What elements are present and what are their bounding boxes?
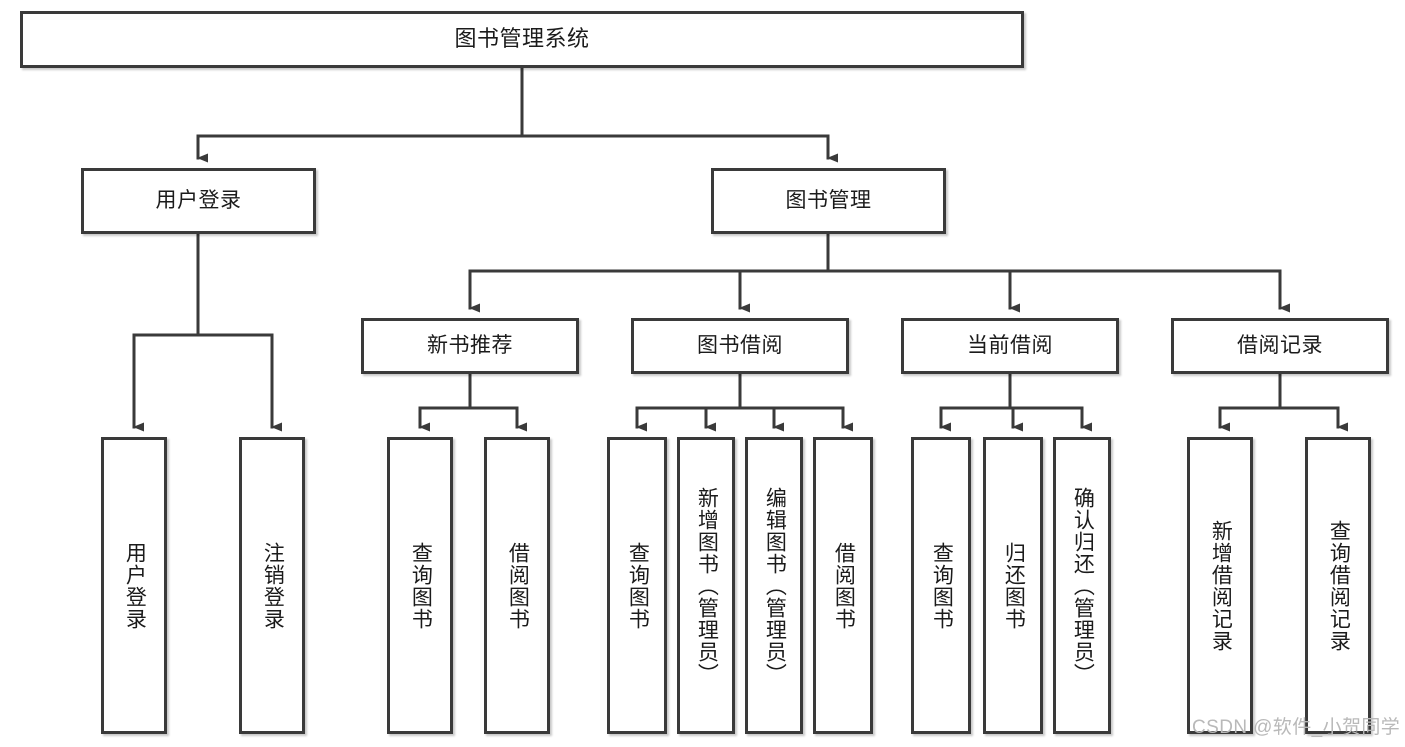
leaf-edit-book-admin[interactable]: 编辑图书（管理员） xyxy=(745,437,803,734)
node-label: 用户登录 xyxy=(123,541,147,630)
node-label: 查询图书 xyxy=(626,541,650,630)
leaf-query-borrow-record[interactable]: 查询借阅记录 xyxy=(1305,437,1371,734)
node-label: 归还图书 xyxy=(1002,541,1026,630)
node-label: 新增借阅记录 xyxy=(1209,519,1233,652)
node-book-management[interactable]: 图书管理 xyxy=(711,168,946,234)
node-label: 图书借阅 xyxy=(697,334,783,358)
leaf-logout[interactable]: 注销登录 xyxy=(239,437,305,734)
leaf-query-books-current[interactable]: 查询图书 xyxy=(911,437,971,734)
node-label: 查询借阅记录 xyxy=(1327,519,1351,652)
node-label: 用户登录 xyxy=(155,189,242,213)
leaf-add-book-admin[interactable]: 新增图书（管理员） xyxy=(677,437,735,734)
leaf-add-borrow-record[interactable]: 新增借阅记录 xyxy=(1187,437,1253,734)
node-label: 借阅图书 xyxy=(506,541,530,630)
node-borrow-records[interactable]: 借阅记录 xyxy=(1171,318,1389,374)
leaf-confirm-return-admin[interactable]: 确认归还（管理员） xyxy=(1053,437,1111,734)
node-root-system[interactable]: 图书管理系统 xyxy=(20,11,1024,68)
leaf-lend-book[interactable]: 借阅图书 xyxy=(813,437,873,734)
node-label: 图书管理 xyxy=(785,189,872,213)
node-label: 新书推荐 xyxy=(427,334,513,358)
node-label: 编辑图书（管理员） xyxy=(763,486,787,685)
node-label: 新增图书（管理员） xyxy=(695,486,719,685)
watermark-credit: CSDN @软件_小贺同学 xyxy=(1192,717,1401,738)
node-label: 借阅图书 xyxy=(832,541,856,630)
node-label: 查询图书 xyxy=(930,541,954,630)
node-user-login[interactable]: 用户登录 xyxy=(81,168,316,234)
leaf-return-book[interactable]: 归还图书 xyxy=(983,437,1043,734)
node-label: 确认归还（管理员） xyxy=(1071,486,1095,685)
leaf-user-login[interactable]: 用户登录 xyxy=(101,437,167,734)
node-label: 查询图书 xyxy=(409,541,433,630)
node-label: 注销登录 xyxy=(261,541,285,630)
node-book-borrow[interactable]: 图书借阅 xyxy=(631,318,849,374)
node-current-borrow[interactable]: 当前借阅 xyxy=(901,318,1119,374)
node-new-book-recommend[interactable]: 新书推荐 xyxy=(361,318,579,374)
node-label: 借阅记录 xyxy=(1237,334,1323,358)
node-label: 当前借阅 xyxy=(967,334,1053,358)
node-label: 图书管理系统 xyxy=(454,26,590,52)
leaf-query-books-new[interactable]: 查询图书 xyxy=(387,437,453,734)
leaf-borrow-books-new[interactable]: 借阅图书 xyxy=(484,437,550,734)
leaf-query-books-borrow[interactable]: 查询图书 xyxy=(607,437,667,734)
